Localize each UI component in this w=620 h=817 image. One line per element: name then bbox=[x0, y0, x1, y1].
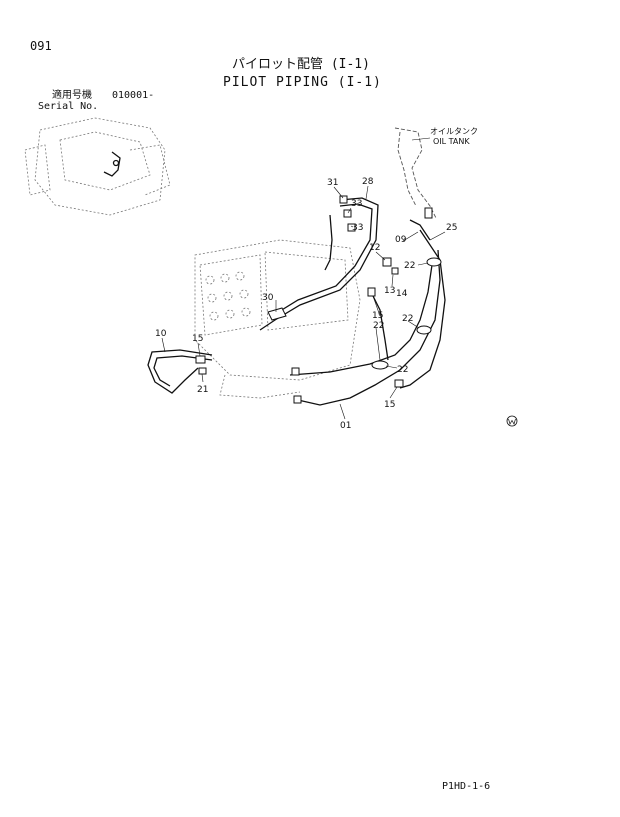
callout-14: 14 bbox=[396, 289, 408, 299]
callout-22-d: 22 bbox=[397, 365, 408, 375]
callout-28: 28 bbox=[362, 177, 374, 187]
oil-tank bbox=[394, 127, 437, 219]
control-valve-block bbox=[194, 239, 361, 399]
fitting-12 bbox=[382, 257, 392, 267]
oil-tank-leader bbox=[411, 137, 431, 141]
fitting-15-mid bbox=[367, 287, 376, 297]
serial-label-english: Serial No. bbox=[38, 101, 99, 112]
hose-01 bbox=[289, 264, 433, 376]
w-mark-symbol bbox=[506, 415, 518, 427]
clamp-22-lower bbox=[371, 360, 389, 370]
callout-33-a: 33 bbox=[351, 199, 362, 209]
title-japanese: パイロット配管 (I-1) bbox=[232, 57, 370, 72]
hose-10-inner bbox=[153, 355, 213, 387]
callout-21: 21 bbox=[197, 385, 208, 395]
hose-22-mid bbox=[369, 289, 389, 361]
callout-30: 30 bbox=[262, 293, 274, 303]
fitting-21 bbox=[198, 367, 207, 375]
callout-15-b: 15 bbox=[192, 334, 203, 344]
callout-22-c: 22 bbox=[402, 314, 413, 324]
footer-code: P1HD-1-6 bbox=[442, 781, 491, 792]
fitting-30 bbox=[267, 307, 287, 321]
clamp-22-upper bbox=[426, 257, 442, 267]
leader-lines bbox=[161, 185, 446, 420]
callout-09: 09 bbox=[395, 235, 407, 245]
callout-01: 01 bbox=[340, 421, 351, 431]
hose-01-b bbox=[297, 249, 441, 406]
pipes bbox=[147, 197, 446, 406]
fitting-33-b bbox=[347, 223, 356, 232]
hose-10 bbox=[147, 349, 213, 394]
machine-locator-sketch bbox=[24, 117, 171, 216]
callout-22-a: 22 bbox=[404, 261, 415, 271]
pipe-28-inner bbox=[271, 203, 373, 317]
page-number: 091 bbox=[30, 39, 52, 53]
hose-09 bbox=[409, 219, 431, 241]
oil-tank-label-en: OIL TANK bbox=[433, 137, 470, 146]
hose-25 bbox=[399, 229, 446, 389]
callout-25: 25 bbox=[446, 223, 457, 233]
serial-value: 010001- bbox=[112, 90, 155, 101]
fitting-oil-tank bbox=[424, 207, 433, 219]
callout-15-a: 15 bbox=[372, 311, 383, 321]
fitting-31 bbox=[339, 195, 348, 204]
callout-31: 31 bbox=[327, 178, 338, 188]
callout-33-b: 33 bbox=[352, 223, 363, 233]
callout-12: 12 bbox=[369, 243, 380, 253]
callout-22-b: 22 bbox=[373, 321, 384, 331]
fitting-15-bottom bbox=[394, 379, 404, 388]
title-english: PILOT PIPING (I-1) bbox=[223, 75, 382, 90]
callout-13: 13 bbox=[384, 286, 395, 296]
fitting-33-a bbox=[343, 209, 352, 218]
fitting-14 bbox=[391, 267, 399, 275]
fitting-15-left bbox=[195, 355, 206, 364]
callout-10: 10 bbox=[155, 329, 167, 339]
fittings bbox=[195, 195, 442, 404]
clamp-22-right bbox=[416, 325, 432, 335]
serial-label-japanese: 適用号機 bbox=[52, 90, 92, 101]
oil-tank-label-jp: オイルタンク bbox=[430, 127, 478, 136]
locator-highlight bbox=[103, 151, 121, 177]
callout-15-c: 15 bbox=[384, 400, 395, 410]
